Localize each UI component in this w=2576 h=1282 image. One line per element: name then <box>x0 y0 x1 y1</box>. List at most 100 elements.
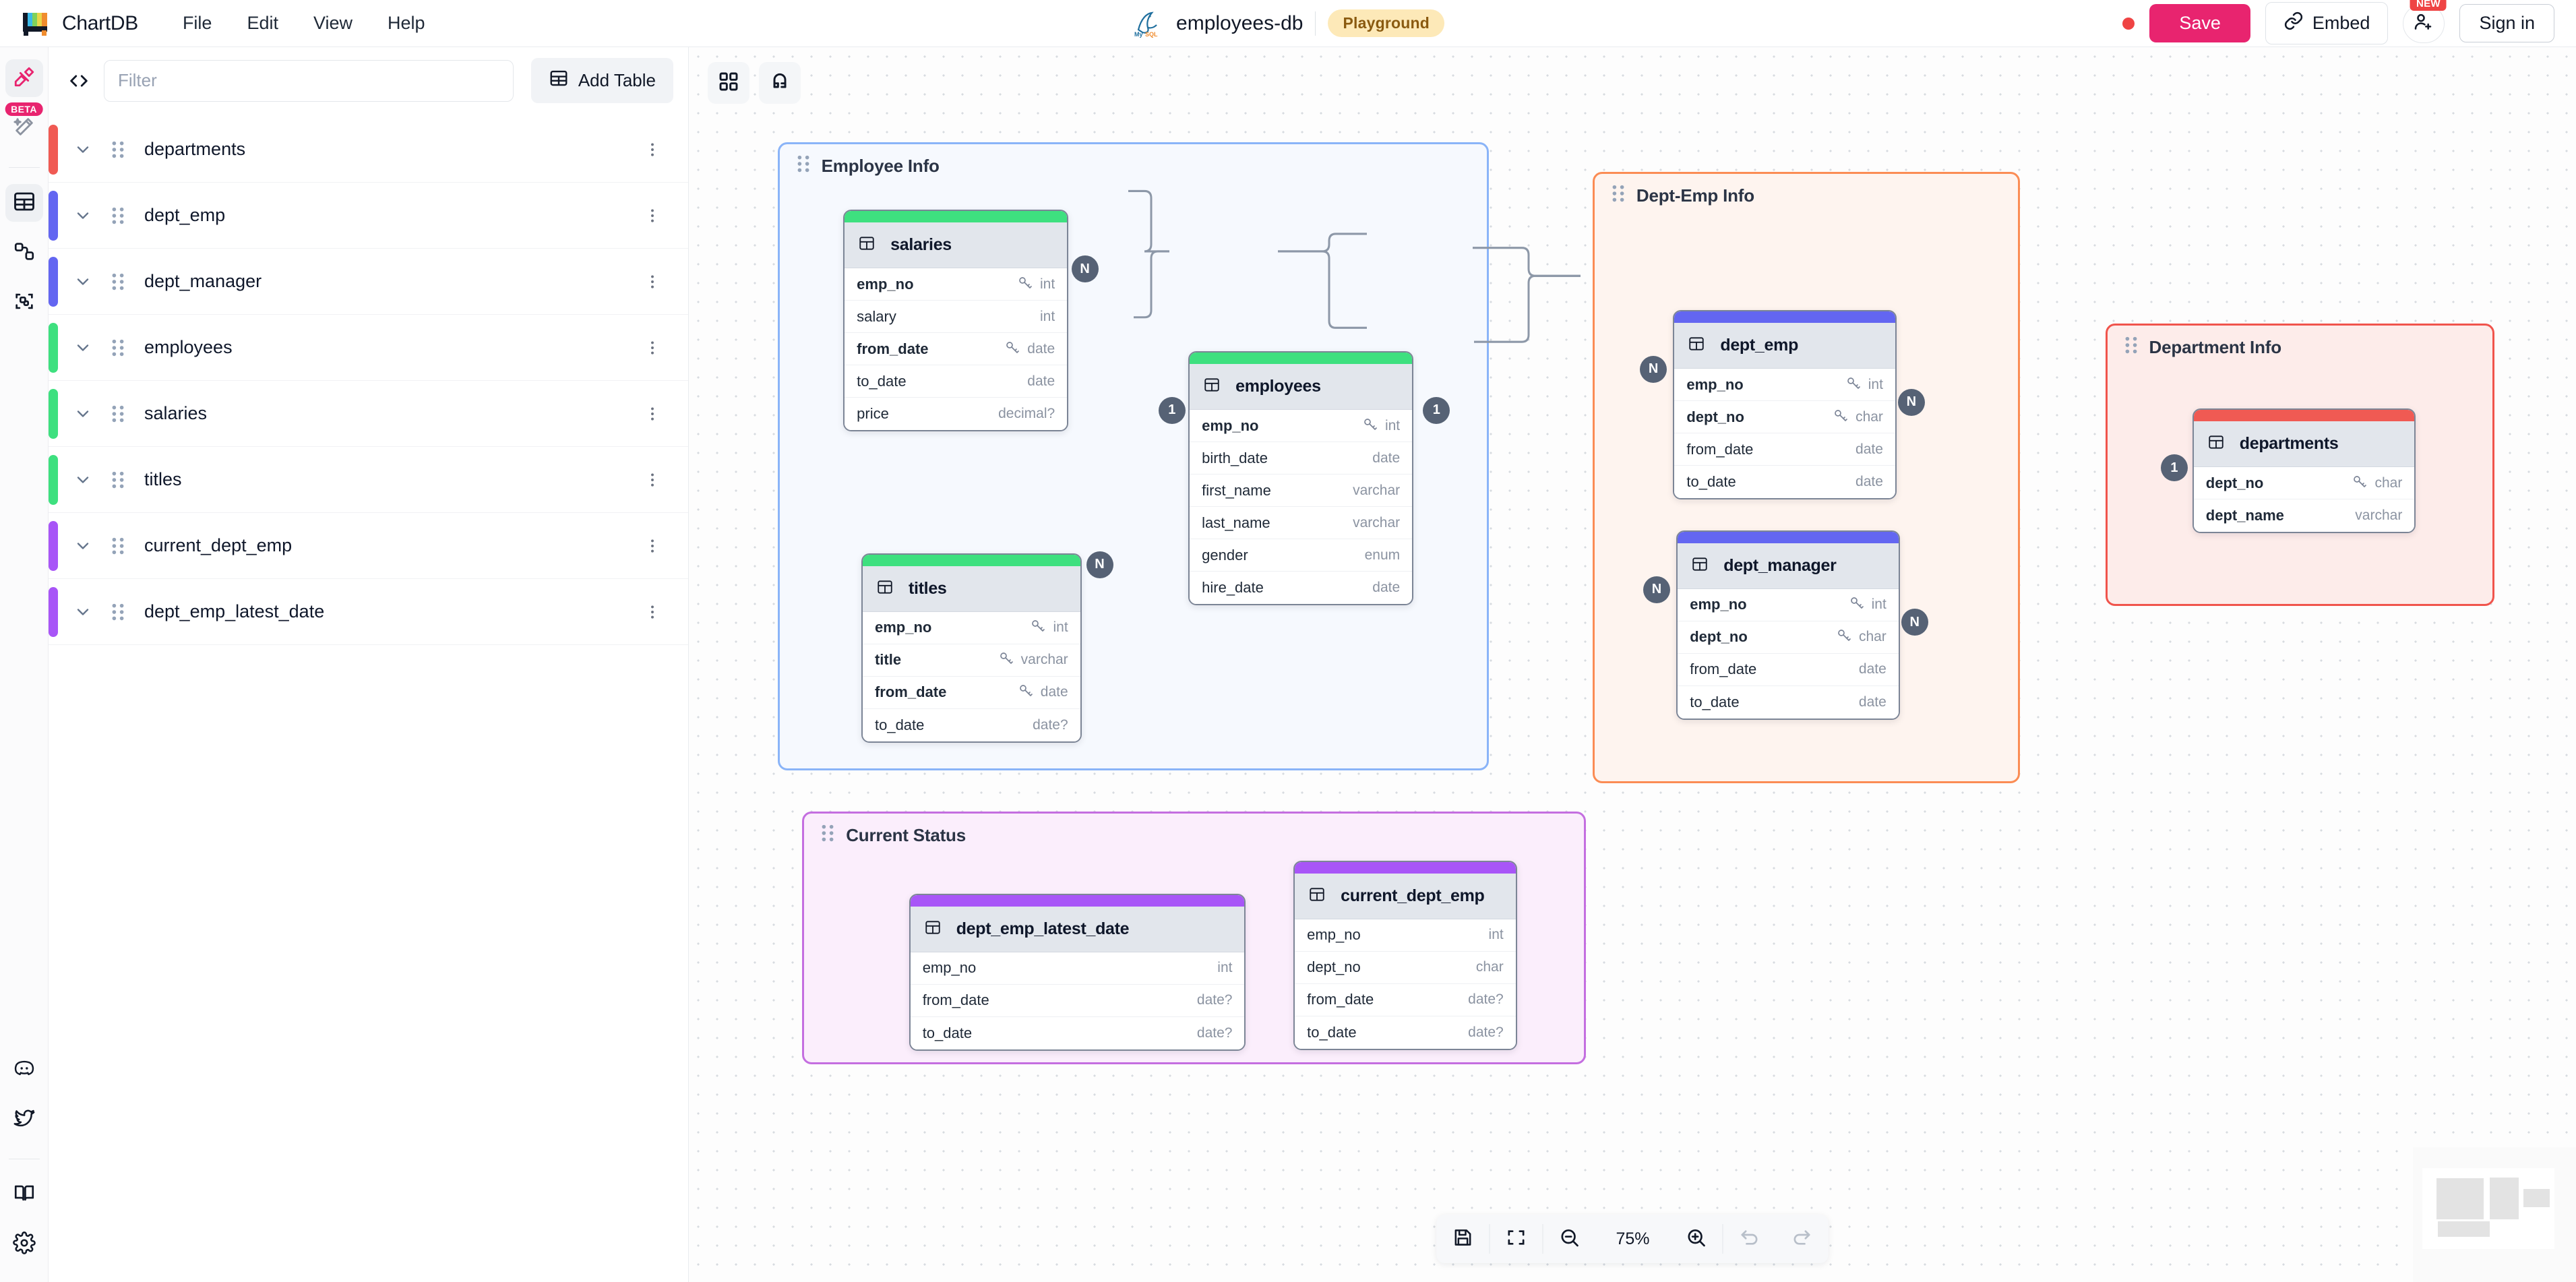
table-list-item[interactable]: titles <box>49 447 688 513</box>
chevron-down-icon[interactable] <box>71 470 94 489</box>
table-color-swatch[interactable] <box>49 454 58 505</box>
menu-item-file[interactable]: File <box>182 13 212 33</box>
redo-button[interactable] <box>1776 1215 1829 1263</box>
table-color-swatch[interactable] <box>49 586 58 637</box>
drag-handle-icon[interactable] <box>109 404 127 424</box>
zoom-level-label[interactable]: 75% <box>1616 1229 1650 1248</box>
grid-toggle-button[interactable] <box>708 62 749 104</box>
rail-item-twitter[interactable] <box>5 1101 43 1138</box>
table-row-menu-icon[interactable] <box>644 273 661 291</box>
table-color-swatch[interactable] <box>49 322 58 373</box>
rail-item-dependencies[interactable] <box>5 284 43 322</box>
menu-item-edit[interactable]: Edit <box>247 13 278 33</box>
drag-handle-icon[interactable] <box>1609 183 1627 208</box>
rail-item-ai-magic[interactable]: BETA <box>5 102 43 147</box>
node-header[interactable]: salaries <box>845 222 1068 269</box>
table-list-item[interactable]: dept_emp <box>49 183 688 249</box>
node-header[interactable]: current_dept_emp <box>1295 873 1516 919</box>
node-header[interactable]: departments <box>2193 421 2415 468</box>
drag-handle-icon[interactable] <box>2122 335 2140 360</box>
node-header[interactable]: dept_manager <box>1678 543 1899 589</box>
table-row-menu-icon[interactable] <box>644 603 661 621</box>
minimap[interactable] <box>2413 1147 2576 1282</box>
chevron-down-icon[interactable] <box>71 537 94 555</box>
account-button[interactable]: NEW <box>2403 0 2447 43</box>
rail-item-diagrams[interactable] <box>5 59 43 97</box>
save-button[interactable]: Save <box>2149 4 2250 42</box>
menu-item-help[interactable]: Help <box>388 13 425 33</box>
rail-item-relationships[interactable] <box>5 234 43 272</box>
table-row-menu-icon[interactable] <box>644 405 661 423</box>
node-header[interactable]: titles <box>862 566 1080 612</box>
table-list-item[interactable]: current_dept_emp <box>49 513 688 579</box>
table-row-menu-icon[interactable] <box>644 141 661 158</box>
chevron-down-icon[interactable] <box>71 206 94 225</box>
node-header[interactable]: employees <box>1190 364 1413 410</box>
chevron-down-icon[interactable] <box>71 338 94 357</box>
drag-handle-icon[interactable] <box>109 206 127 226</box>
node-header[interactable]: dept_emp_latest_date <box>910 906 1245 952</box>
code-brackets-icon[interactable] <box>63 65 94 96</box>
table-list-item[interactable]: dept_manager <box>49 249 688 315</box>
drag-handle-icon[interactable] <box>109 536 127 556</box>
table-color-swatch[interactable] <box>49 256 58 307</box>
filter-input[interactable] <box>104 59 514 102</box>
drag-handle-icon[interactable] <box>109 602 127 622</box>
add-table-button[interactable]: Add Table <box>530 58 673 103</box>
table-row-menu-icon[interactable] <box>644 471 661 489</box>
drag-handle-icon[interactable] <box>109 140 127 160</box>
table-row-menu-icon[interactable] <box>644 339 661 357</box>
database-name[interactable]: employees-db <box>1176 11 1304 34</box>
rail-item-tables[interactable] <box>5 184 43 222</box>
table-color-swatch[interactable] <box>49 124 58 175</box>
rail-item-docs[interactable] <box>5 1176 43 1213</box>
table-color-swatch[interactable] <box>49 190 58 241</box>
drag-handle-icon[interactable] <box>819 823 836 848</box>
zoom-out-button[interactable] <box>1543 1215 1596 1263</box>
sign-in-button[interactable]: Sign in <box>2459 4 2554 42</box>
table-row-menu-icon[interactable] <box>644 537 661 555</box>
table-list-item[interactable]: salaries <box>49 381 688 447</box>
undo-button[interactable] <box>1723 1215 1776 1263</box>
rail-item-discord[interactable] <box>5 1051 43 1089</box>
chevron-down-icon[interactable] <box>71 603 94 621</box>
drag-handle-icon[interactable] <box>795 154 812 179</box>
table-list-item[interactable]: departments <box>49 117 688 183</box>
save-diagram-button[interactable] <box>1437 1215 1490 1263</box>
drag-handle-icon[interactable] <box>109 470 127 490</box>
table-list-item[interactable]: dept_emp_latest_date <box>49 579 688 645</box>
